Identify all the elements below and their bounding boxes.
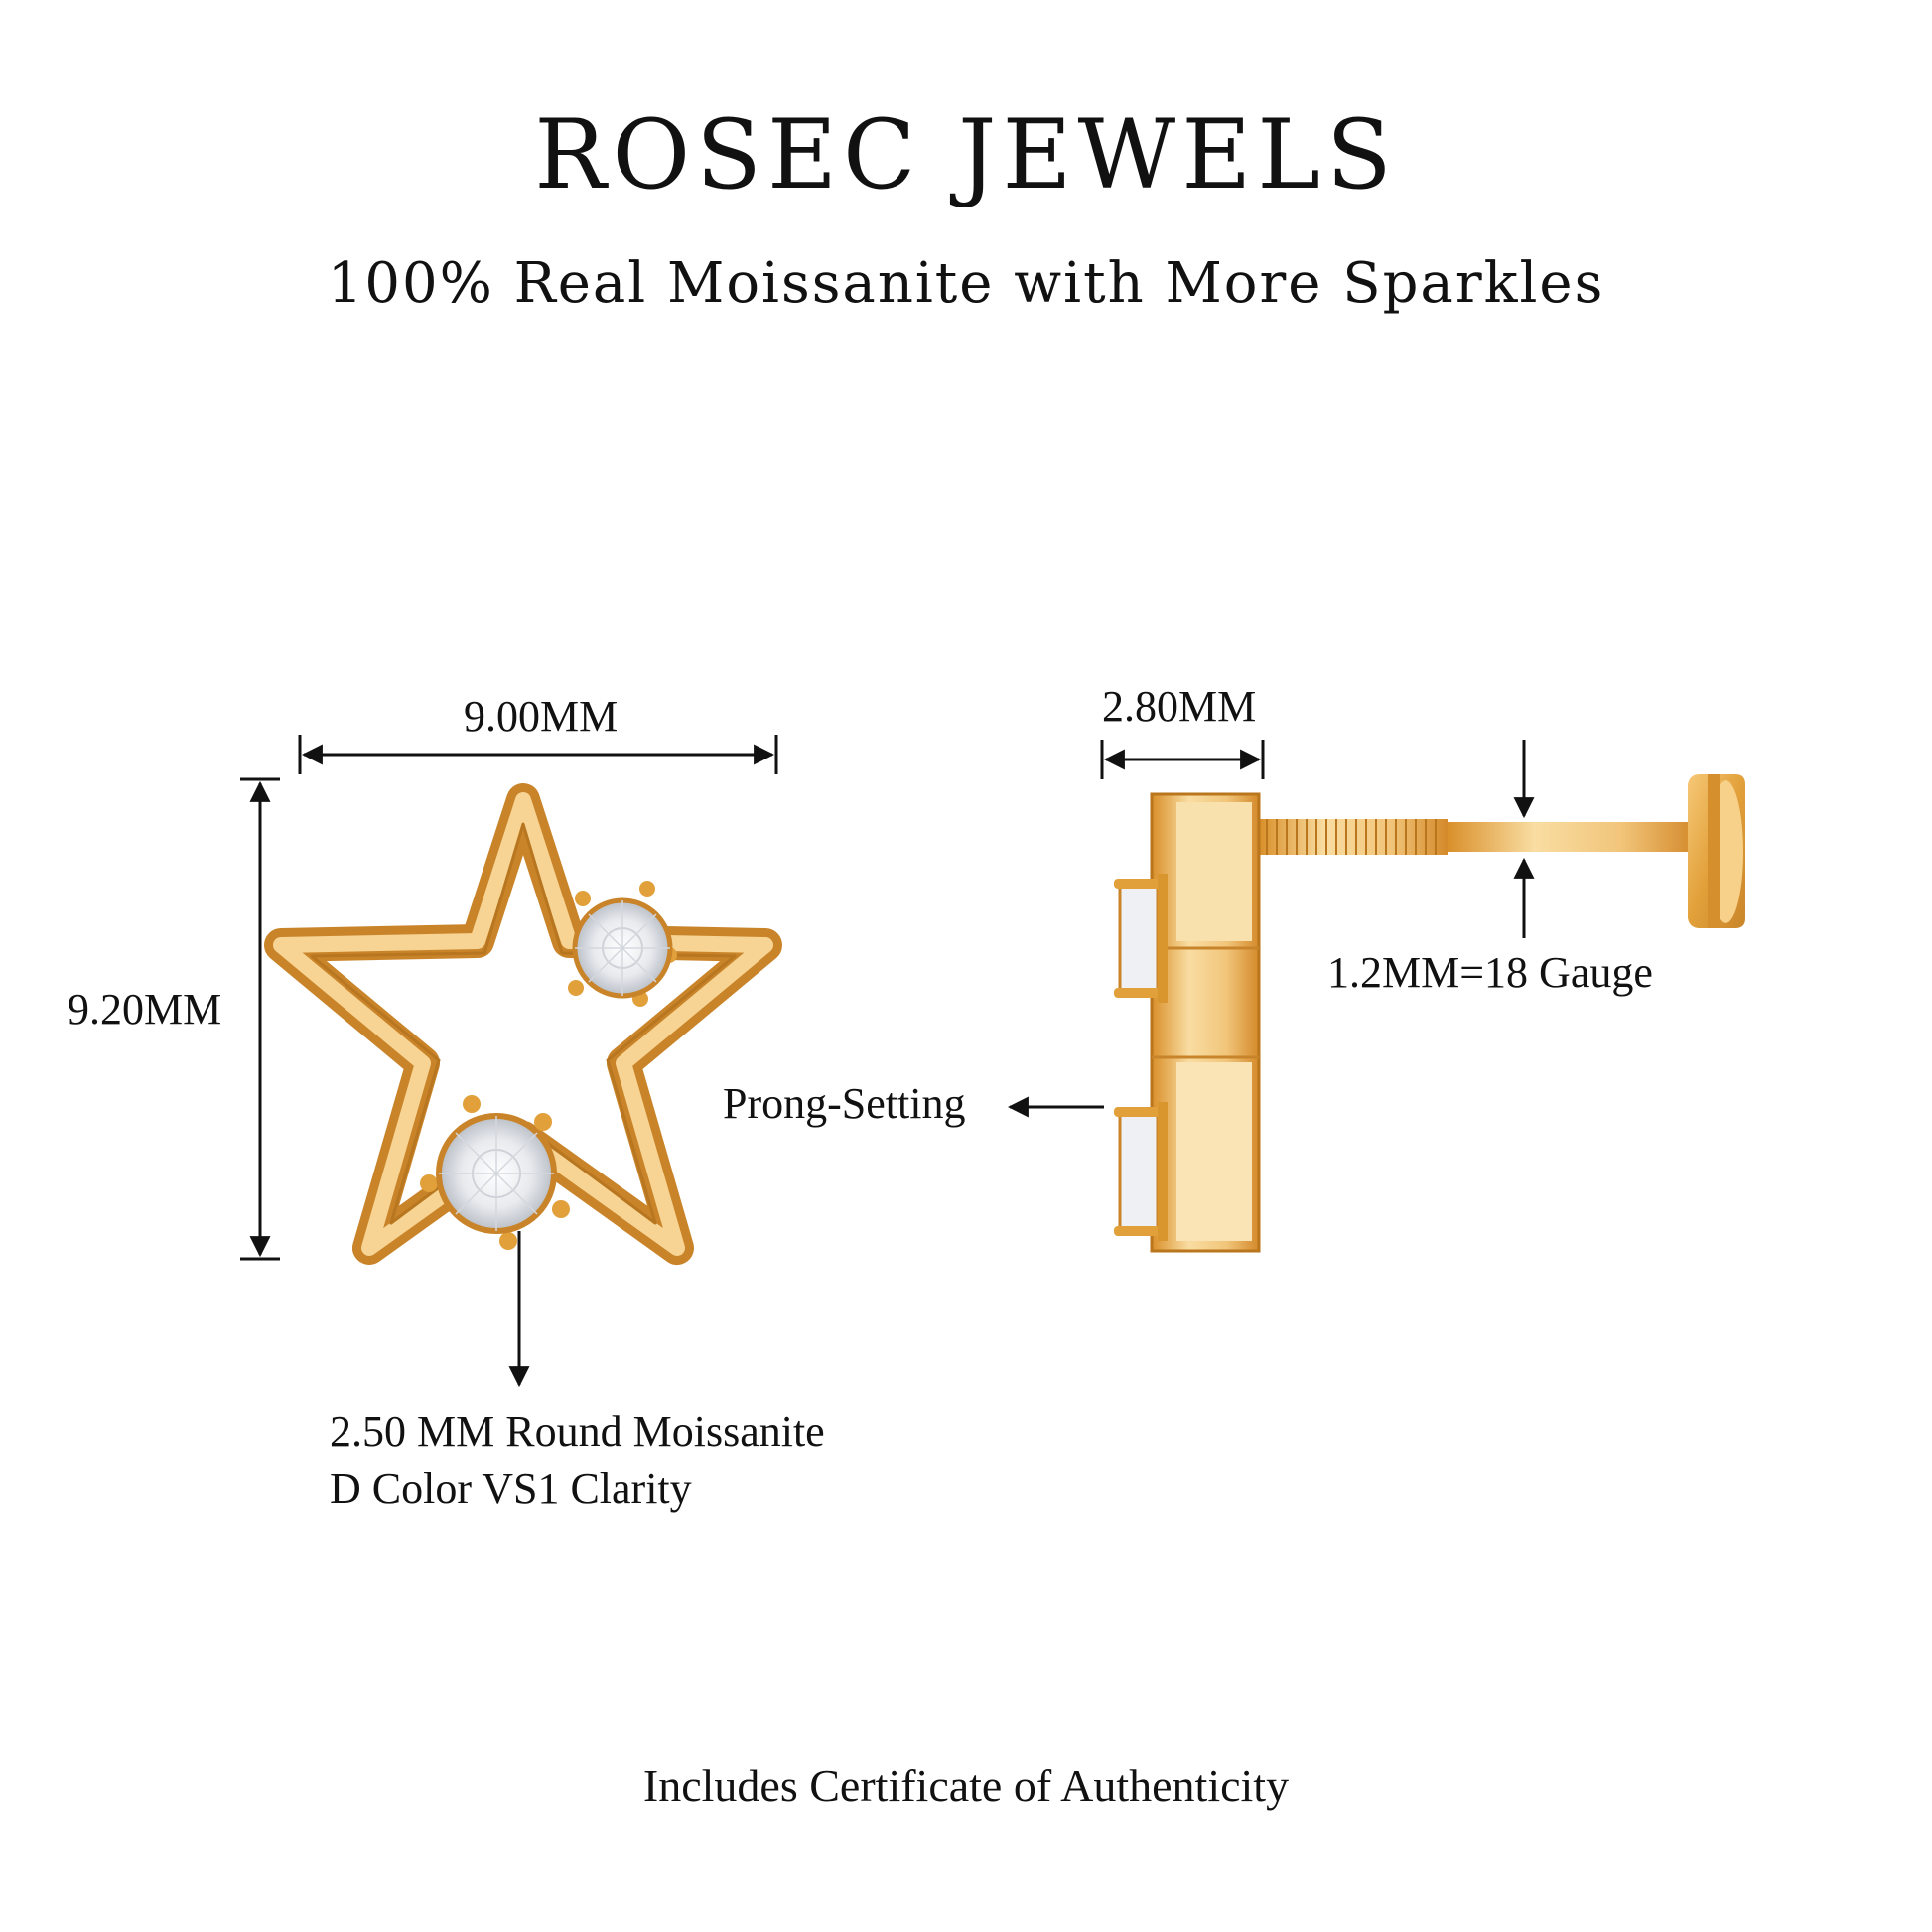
prong-setting-label: Prong-Setting xyxy=(723,1079,966,1128)
height-label: 9.20MM xyxy=(68,985,222,1034)
stone-spec-line2: D Color VS1 Clarity xyxy=(330,1464,692,1513)
depth-dimension-line xyxy=(1100,740,1265,779)
moissanite-stone-upper xyxy=(568,881,677,1007)
width-dimension-line xyxy=(298,735,778,774)
depth-label: 2.80MM xyxy=(1102,682,1257,731)
width-label: 9.00MM xyxy=(464,692,619,741)
star-earring-front xyxy=(264,783,782,1265)
earring-side-view xyxy=(1114,774,1745,1253)
tagline: 100% Real Moissanite with More Sparkles xyxy=(327,251,1605,316)
stone-spec-line1: 2.50 MM Round Moissanite xyxy=(330,1407,825,1455)
gauge-label: 1.2MM=18 Gauge xyxy=(1327,948,1653,997)
brand-title: ROSEC JEWELS xyxy=(534,99,1398,210)
height-dimension-line xyxy=(240,777,280,1261)
moissanite-stone-lower xyxy=(420,1095,570,1250)
certificate-note: Includes Certificate of Authenticity xyxy=(642,1760,1290,1811)
